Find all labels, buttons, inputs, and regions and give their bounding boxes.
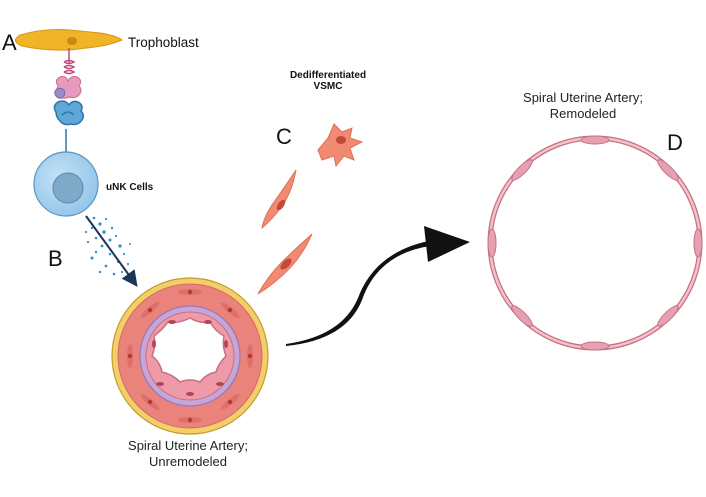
unremodeled-label-line1: Spiral Uterine Artery; bbox=[128, 438, 248, 453]
unk-cell bbox=[33, 151, 99, 217]
remodeled-label-line1: Spiral Uterine Artery; bbox=[523, 90, 643, 105]
unk-cells-label: uNK Cells bbox=[106, 182, 154, 193]
panel-letter-d: D bbox=[667, 130, 683, 155]
vsmc-label-line1: Dedifferentiated bbox=[289, 70, 367, 81]
remodeled-artery-label: Spiral Uterine Artery; Remodeled bbox=[508, 90, 658, 122]
panel-letter-a: A bbox=[2, 30, 17, 55]
transition-arrow bbox=[286, 226, 470, 346]
panel-letter-b: B bbox=[48, 246, 63, 271]
panel-letter-c: C bbox=[276, 124, 292, 149]
unremodeled-artery-label: Spiral Uterine Artery; Unremodeled bbox=[108, 438, 268, 470]
vsmc-cell-bottom bbox=[257, 233, 313, 295]
remodeled-artery bbox=[487, 135, 703, 351]
unremodeled-artery bbox=[111, 277, 269, 435]
unremodeled-label-line2: Unremodeled bbox=[148, 454, 228, 469]
vsmc-cell-middle bbox=[261, 169, 297, 230]
vsmc-label-line2: VSMC bbox=[313, 81, 343, 92]
vsmc-cell-top bbox=[317, 123, 364, 168]
remodeled-label-line2: Remodeled bbox=[549, 106, 617, 121]
trophoblast-label: Trophoblast bbox=[128, 35, 199, 50]
receptor-complex bbox=[53, 48, 85, 152]
vsmc-label: Dedifferentiated VSMC bbox=[278, 70, 378, 92]
trophoblast-cell bbox=[15, 29, 124, 51]
granule-arrow bbox=[85, 215, 138, 287]
